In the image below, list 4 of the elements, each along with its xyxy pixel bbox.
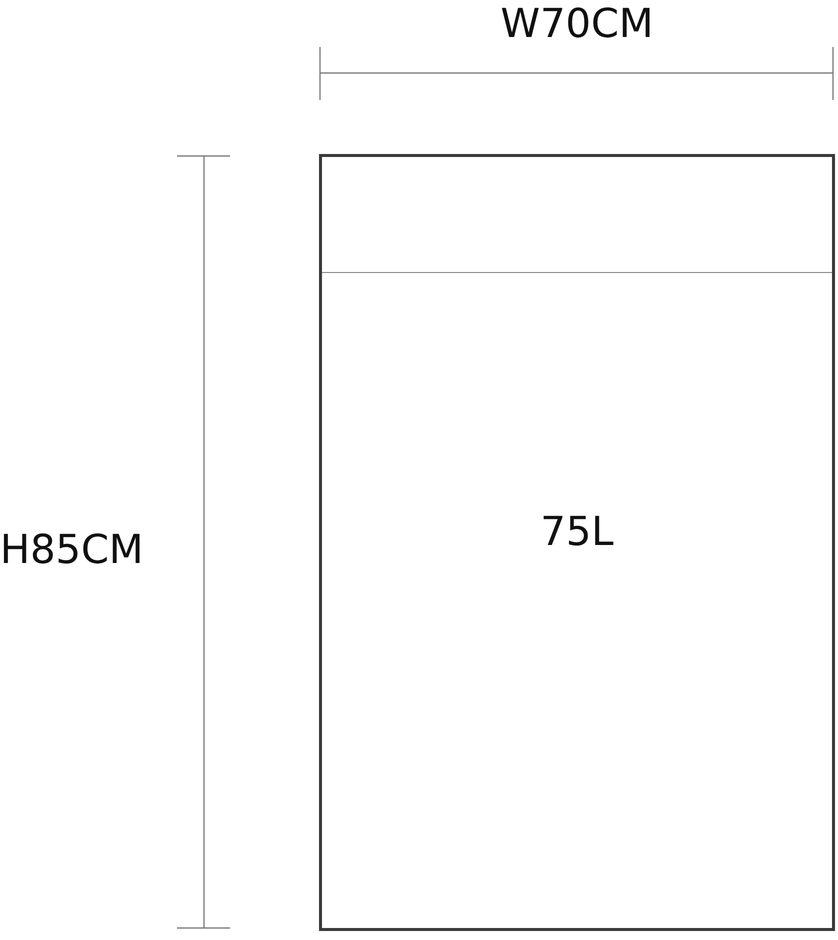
width-dimension: W70CM [500, 4, 654, 44]
height-dimension: H85CM [0, 530, 144, 570]
capacity-label: 75L [539, 512, 615, 552]
bag-outline [319, 154, 835, 931]
